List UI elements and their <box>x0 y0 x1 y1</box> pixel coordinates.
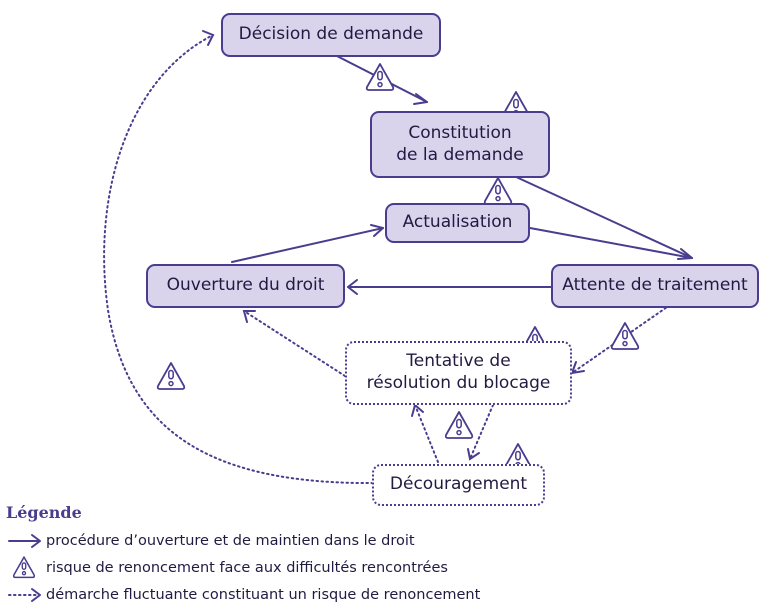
legend-item-warning: risque de renoncement face aux difficult… <box>6 556 746 580</box>
dotted-arrow-icon <box>8 588 41 602</box>
arrow-constitution-to-attente <box>513 175 693 260</box>
node-actualisation: Actualisation <box>385 203 530 243</box>
arrow-ouverture-to-actualisation <box>231 224 384 263</box>
node-decouragement: Découragement <box>372 464 545 506</box>
dotted-arrow-decouragement-to-decision <box>103 30 379 485</box>
node-constitution-de-la-demande: Constitution de la demande <box>370 111 550 178</box>
legend-title: Légende <box>6 503 82 522</box>
legend-item-label: risque de renoncement face aux difficult… <box>46 560 448 576</box>
node-attente-de-traitement: Attente de traitement <box>551 264 759 308</box>
dotted-arrow-tentative-to-decouragement <box>467 404 494 461</box>
node-label: Attente de traitement <box>562 275 748 296</box>
warning-icon <box>610 322 640 350</box>
solid-arrow-icon <box>8 534 41 548</box>
arrow-attente-to-ouverture <box>347 279 553 295</box>
node-label: Tentative de <box>406 351 511 372</box>
node-label: de la demande <box>396 144 524 165</box>
legend-item-label: procédure d’ouverture et de maintien dan… <box>46 533 415 549</box>
warning-icon <box>444 411 474 439</box>
node-label: résolution du blocage <box>366 373 551 393</box>
node-label: Découragement <box>389 474 528 495</box>
warning-icon <box>156 362 186 390</box>
legend-item-dotted-arrow: démarche fluctuante constituant un risqu… <box>6 583 746 607</box>
node-tentative-de-resolution: Tentative de résolution du blocage <box>345 341 572 405</box>
node-ouverture-du-droit: Ouverture du droit <box>146 264 345 308</box>
warning-icon <box>365 63 395 91</box>
legend-item-solid-arrow: procédure d’ouverture et de maintien dan… <box>6 529 746 553</box>
legend-item-label: démarche fluctuante constituant un risqu… <box>46 587 481 603</box>
legend: Légende procédure d’ouverture et de main… <box>6 503 746 610</box>
node-label: Décision de demande <box>238 24 424 45</box>
warning-icon <box>483 177 513 205</box>
dotted-arrow-decouragement-to-tentative <box>411 403 439 463</box>
node-label: Actualisation <box>402 212 513 233</box>
node-label: Constitution <box>408 122 512 143</box>
node-label: Ouverture du droit <box>166 275 325 296</box>
node-decision-de-demande: Décision de demande <box>221 13 441 57</box>
warning-icon <box>12 556 36 579</box>
dotted-arrow-tentative-to-ouverture <box>242 310 346 377</box>
arrow-actualisation-to-attente <box>529 227 693 259</box>
